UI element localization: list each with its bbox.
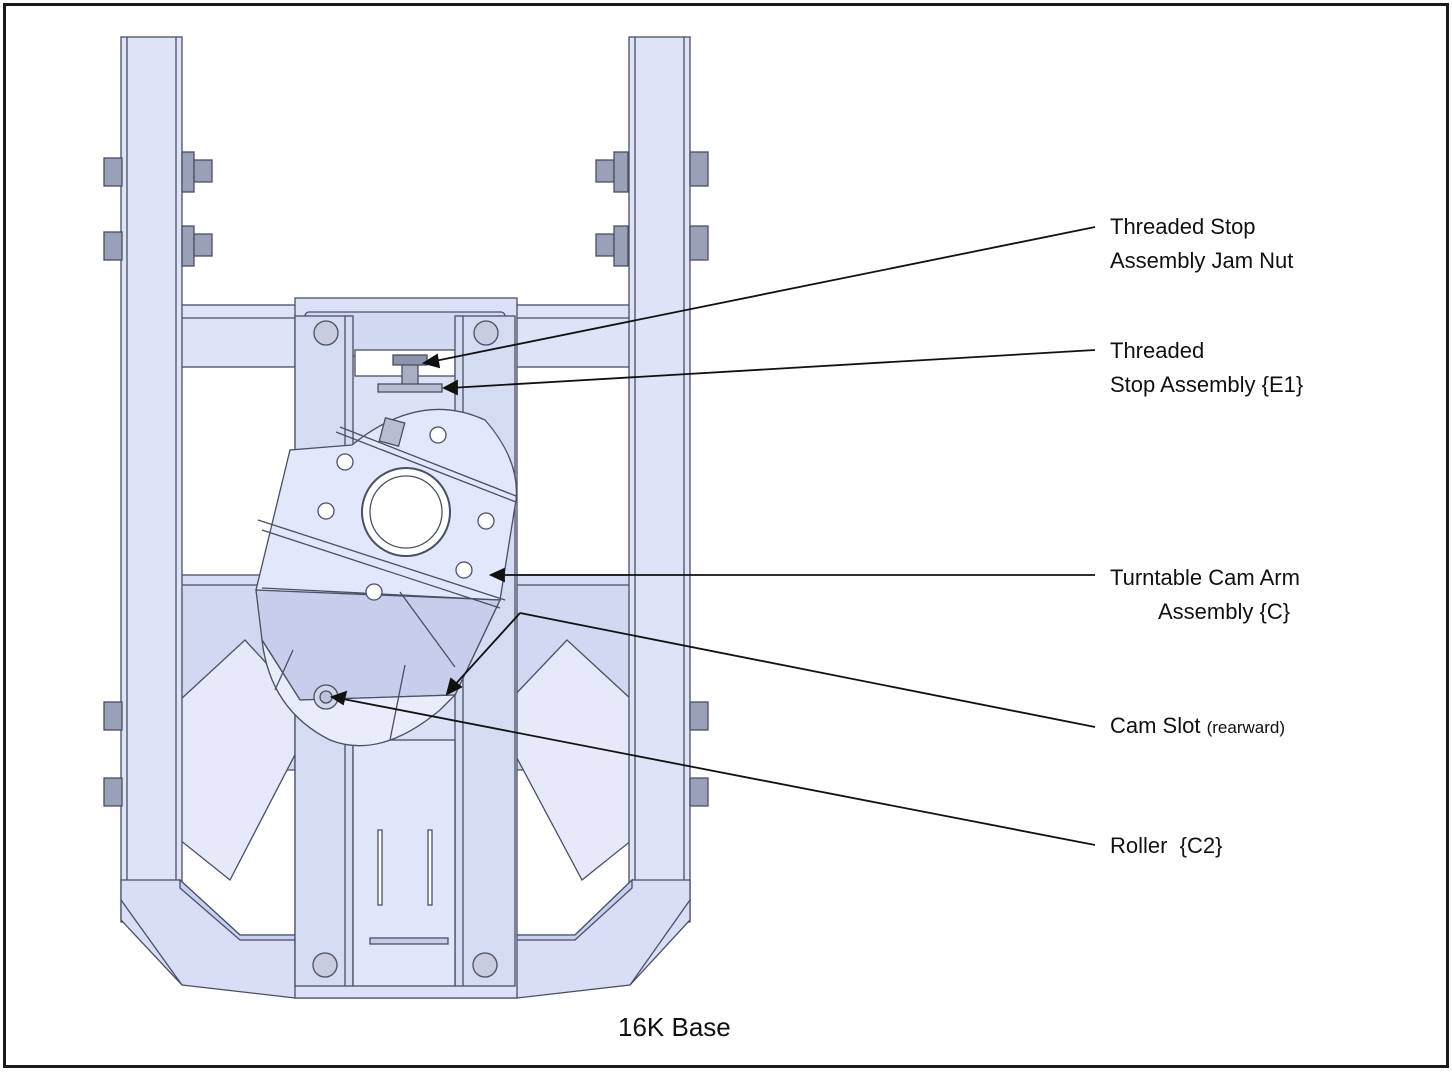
label-stop-assembly-line2: Stop Assembly {E1}: [1110, 372, 1304, 397]
stop-plate: [377, 383, 443, 393]
right-upright: [628, 36, 691, 923]
leader-jam-nut: [429, 226, 1096, 363]
leader-stop-assembly: [449, 349, 1096, 389]
cam-hub-inner: [369, 475, 443, 549]
bolt-top-right: [473, 320, 499, 346]
bolt-bottom-left: [312, 952, 338, 978]
label-cam-slot: Cam Slot (rearward): [1110, 709, 1285, 745]
label-stop-assembly-line1: Threaded: [1110, 338, 1205, 363]
label-cam-slot-text: Cam Slot: [1110, 713, 1201, 738]
left-upright: [120, 36, 183, 923]
label-cam-arm: Turntable Cam Arm Assembly {C}: [1110, 561, 1300, 629]
figure-caption: 16K Base: [618, 1012, 731, 1042]
leader-roller: [337, 697, 1096, 846]
label-jam-nut-line2: Assembly Jam Nut: [1110, 248, 1294, 273]
label-jam-nut-line1: Threaded Stop: [1110, 214, 1256, 239]
label-roller-text: Roller {C2}: [1110, 833, 1223, 858]
label-cam-slot-note: (rearward): [1206, 718, 1286, 737]
jam-nut: [392, 354, 428, 366]
label-stop-assembly: Threaded Stop Assembly {E1}: [1110, 334, 1303, 402]
bolt-bottom-right: [472, 952, 498, 978]
cam-slot-lobe: [261, 639, 457, 747]
drawing-border: [3, 3, 1449, 1068]
slot-right: [427, 829, 433, 906]
label-jam-nut: Threaded Stop Assembly Jam Nut: [1110, 210, 1293, 278]
bolt-top-left: [313, 320, 339, 346]
label-cam-arm-line2: Assembly {C}: [1158, 599, 1291, 624]
label-cam-arm-line1: Turntable Cam Arm: [1110, 565, 1300, 590]
slot-left: [377, 829, 383, 906]
label-roller: Roller {C2}: [1110, 829, 1223, 863]
leader-cam-slot: [519, 612, 1096, 728]
